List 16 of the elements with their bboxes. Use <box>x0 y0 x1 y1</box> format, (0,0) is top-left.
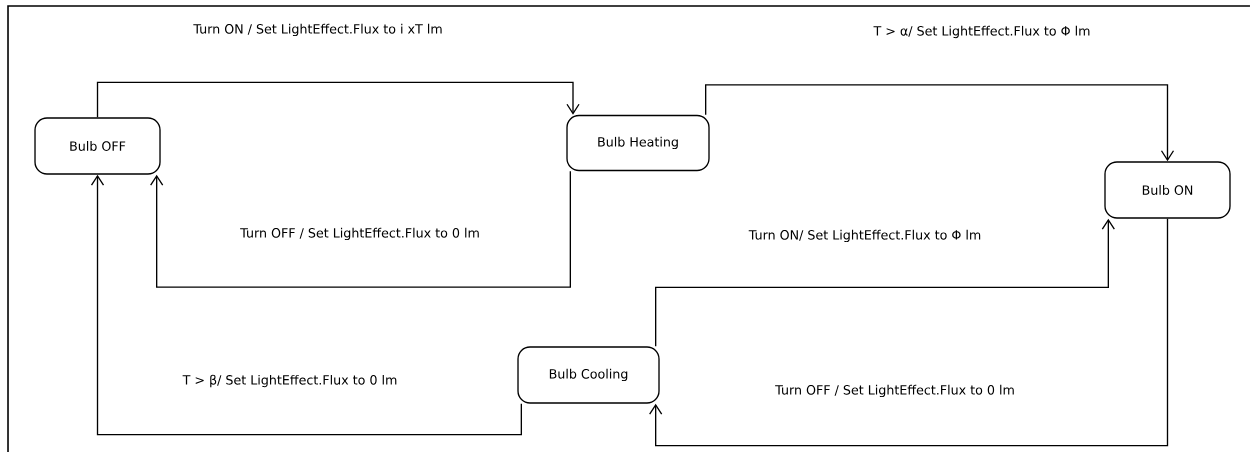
arrow <box>655 218 1115 347</box>
arrow <box>96 81 580 118</box>
edge-label: Turn OFF / Set LightEffect.Flux to 0 lm <box>238 226 482 242</box>
edge-label: T > β/ Set LightEffect.Flux to 0 lm <box>181 373 399 389</box>
edge-label: Turn ON / Set LightEffect.Flux to i xT lm <box>192 22 444 38</box>
state-box: Bulb OFF <box>34 117 161 175</box>
edge-label: Turn OFF / Set LightEffect.Flux to 0 lm <box>773 383 1017 399</box>
arrow <box>705 84 1175 162</box>
arrow <box>90 174 522 436</box>
edge-label: Turn ON/ Set LightEffect.Flux to Φ lm <box>747 228 983 244</box>
arrow <box>150 170 571 288</box>
state-box: Bulb Heating <box>566 114 710 172</box>
state-box: Bulb Cooling <box>517 346 660 404</box>
arrow <box>649 218 1169 447</box>
state-box: Bulb ON <box>1104 161 1231 219</box>
edge-label: T > α/ Set LightEffect.Flux to Φ lm <box>872 24 1092 40</box>
